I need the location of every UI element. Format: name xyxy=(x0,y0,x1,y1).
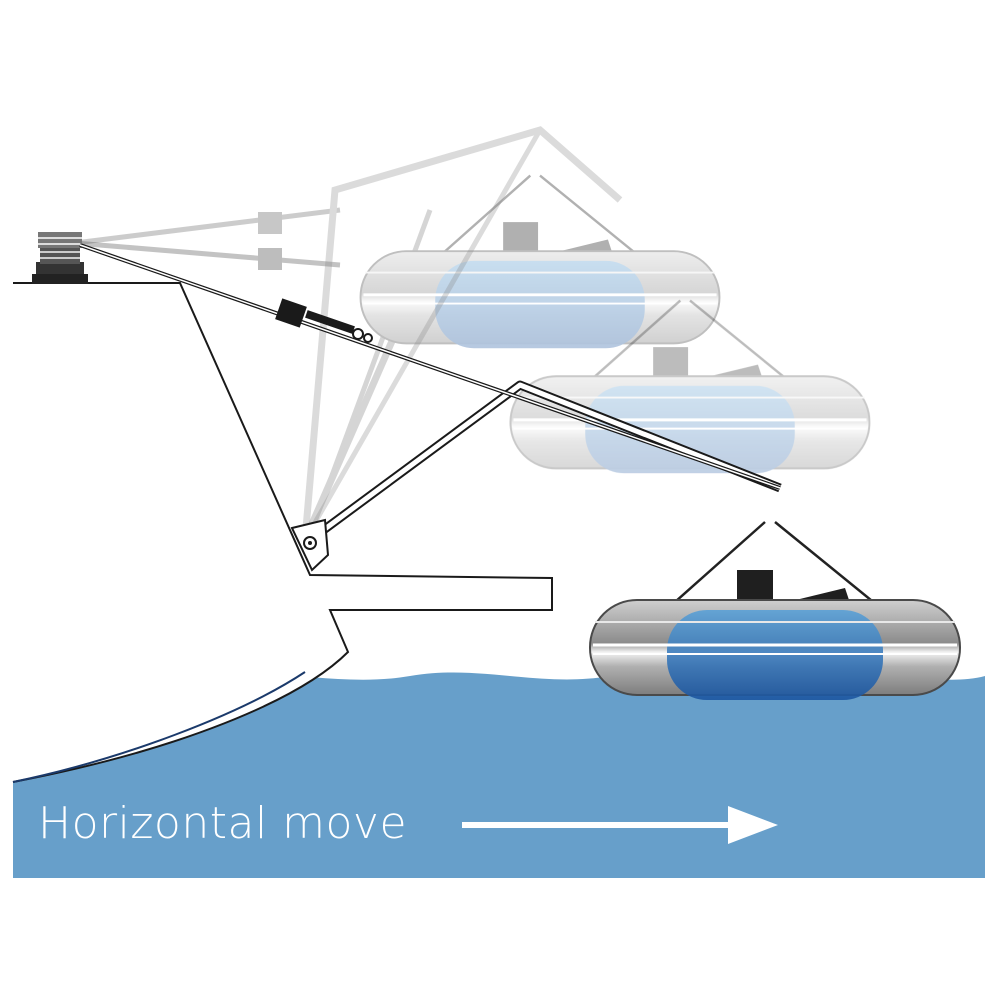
winch-icon xyxy=(32,232,88,284)
caption: Horizontal move xyxy=(38,798,408,849)
winch-line xyxy=(79,243,781,490)
dinghy xyxy=(588,520,962,702)
arrow-right-icon xyxy=(462,806,778,844)
davit-arm xyxy=(307,380,782,544)
hull-waterline xyxy=(12,671,306,783)
ghost-position-2 xyxy=(74,126,871,542)
boat-hull xyxy=(12,282,553,783)
ghost-position-1 xyxy=(74,174,721,542)
pivot-icon xyxy=(290,518,330,572)
